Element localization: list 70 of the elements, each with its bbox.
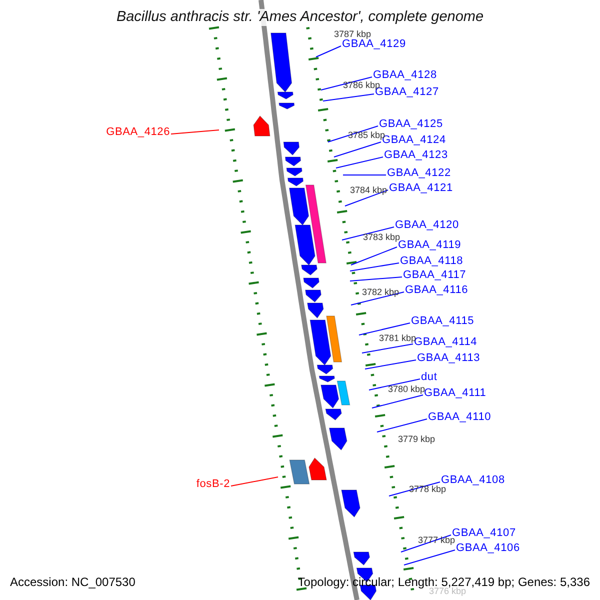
leader-line [170,130,220,134]
scale-label: 3787 kbp [334,29,372,39]
gene-label: GBAA_4121 [389,182,453,195]
gene-label: GBAA_4110 [428,411,492,424]
leader-line [344,190,388,206]
gene-feature [289,460,310,484]
leader-line [404,550,456,566]
gene-feature [286,168,302,176]
leader-line [350,262,400,272]
gene-feature [283,142,300,156]
scale-label: 3783 kbp [363,232,400,242]
leader-line [316,46,342,58]
gene-feature [305,184,326,264]
gene-label: dut [421,371,438,384]
gene-feature [328,428,348,451]
gene-feature [353,552,370,566]
gene-label: GBAA_4129 [342,38,406,51]
gene-label: GBAA_4128 [373,69,437,82]
leader-line [376,418,428,432]
scale-label: 3782 kbp [362,287,400,297]
gene-label: GBAA_4122 [387,167,451,180]
leader-line [372,394,424,408]
gene-feature [336,380,350,406]
gene-feature [326,316,342,362]
gene-label: GBAA_4116 [405,284,468,297]
scale-label: 3776 kbp [429,586,466,596]
scale-label: 3779 kbp [398,434,436,444]
gene-label: GBAA_4114 [414,336,478,349]
gene-label: GBAA_4108 [441,474,505,487]
leader-line [342,226,394,240]
gene-label: GBAA_4125 [379,118,443,131]
gene-label: GBAA_4120 [395,219,459,232]
leader-line [334,142,382,158]
leader-line [350,246,398,266]
leader-line [322,94,374,102]
leader-line [364,360,416,370]
gene-feature [303,278,320,288]
leader-line [320,76,372,90]
gene-label: GBAA_4118 [400,255,464,268]
gene-label: GBAA_4119 [398,239,462,252]
info-text: Accession: NC_007530 [10,575,136,589]
scale-label: 3780 kbp [388,384,426,394]
gene-feature [253,115,270,136]
gene-label: GBAA_4126 [106,126,170,139]
info-text: Topology: circular; Length: 5,227,419 bp; Genes: 5,336 [298,575,590,589]
scale-label: 3781 kbp [379,333,416,343]
leader-line [342,174,386,176]
leader-line [400,534,452,552]
leader-line [362,344,414,354]
gene-feature [318,376,335,382]
gene-feature [305,290,322,302]
leader-line [368,378,420,390]
leader-line [350,292,404,306]
gene-label: GBAA_4111 [424,387,486,400]
leader-line [328,126,378,142]
leader-line [350,276,402,282]
gene-feature [278,102,295,110]
leader-line [230,476,278,486]
gene-label: GBAA_4123 [384,149,448,162]
gene-label: GBAA_4117 [403,269,466,282]
gene-feature [341,490,360,518]
gene-feature [284,156,302,166]
gene-label: GBAA_4106 [456,542,520,555]
leader-line [336,156,384,168]
scale-label: 3784 kbp [350,185,388,195]
gene-label: GBAA_4113 [417,352,480,365]
gene-label: GBAA_4115 [411,315,474,328]
leader-line [358,322,410,336]
gene-feature [308,457,327,480]
gene-label: fosB-2 [196,478,230,491]
